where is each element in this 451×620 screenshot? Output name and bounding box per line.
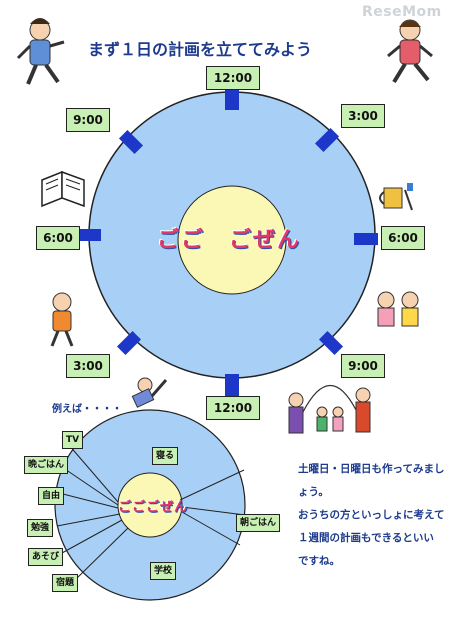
time-box-right-lower: 9:00	[341, 354, 385, 378]
tick-lower-left	[116, 330, 142, 356]
example-item-sleep: 寝る	[152, 447, 179, 465]
clock-center-label: ごご ごぜん	[157, 228, 302, 253]
time-box-left-lower: 3:00	[66, 354, 110, 378]
advice-note-line: １週間の計画もできるといい	[298, 532, 434, 544]
example-item-breakfast: 朝ごはん	[236, 514, 281, 532]
kids-holding-hands-illustration	[377, 291, 419, 327]
advice-note-line: おうちの方といっしょに考えて	[298, 509, 445, 521]
example-item-play: あそび	[28, 548, 64, 566]
example-heading: 例えば・・・・	[52, 404, 122, 415]
watermark-logo: ReseMom	[362, 4, 442, 20]
advice-note-line: ょう。	[298, 486, 329, 498]
time-box-top: 12:00	[206, 66, 260, 90]
time-box-bottom: 12:00	[206, 396, 260, 420]
tick-bottom	[225, 374, 239, 396]
tick-left	[77, 229, 101, 241]
book-illustration	[41, 170, 85, 208]
tick-upper-left	[118, 129, 144, 155]
example-item-homework: 宿題	[52, 574, 79, 592]
advice-note-line: 土曜日・日曜日も作ってみまし	[298, 463, 445, 475]
cup-toothbrush-illustration	[379, 183, 413, 211]
tick-upper-right	[314, 127, 340, 153]
family-jump-rope-illustration	[288, 384, 371, 434]
tick-lower-right	[318, 330, 344, 356]
page-title: まず１日の計画を立ててみよう	[88, 40, 313, 59]
example-item-free-time: 自由	[38, 487, 65, 505]
inner-circle	[177, 185, 287, 295]
time-box-left: 6:00	[36, 226, 80, 250]
example-item-study: 勉強	[27, 519, 54, 537]
kid-tumbling-illustration	[131, 377, 168, 408]
time-box-right: 6:00	[381, 226, 425, 250]
time-box-left-upper: 9:00	[66, 108, 110, 132]
tick-right	[354, 233, 378, 245]
example-item-school: 学校	[150, 562, 177, 580]
example-center-label: ごごごぜん	[118, 500, 189, 515]
advice-note: 土曜日・日曜日も作ってみまし ょう。 おうちの方といっしょに考えて １週間の計画…	[298, 458, 448, 573]
time-box-right-upper: 3:00	[341, 104, 385, 128]
example-item-tv: TV	[62, 431, 84, 449]
example-item-dinner: 晩ごはん	[24, 456, 69, 474]
tick-top	[225, 88, 239, 110]
girl-running-illustration	[387, 19, 433, 84]
advice-note-line: ですね。	[298, 555, 340, 567]
boy-backpack-illustration	[50, 292, 74, 347]
boy-running-illustration	[16, 18, 65, 85]
